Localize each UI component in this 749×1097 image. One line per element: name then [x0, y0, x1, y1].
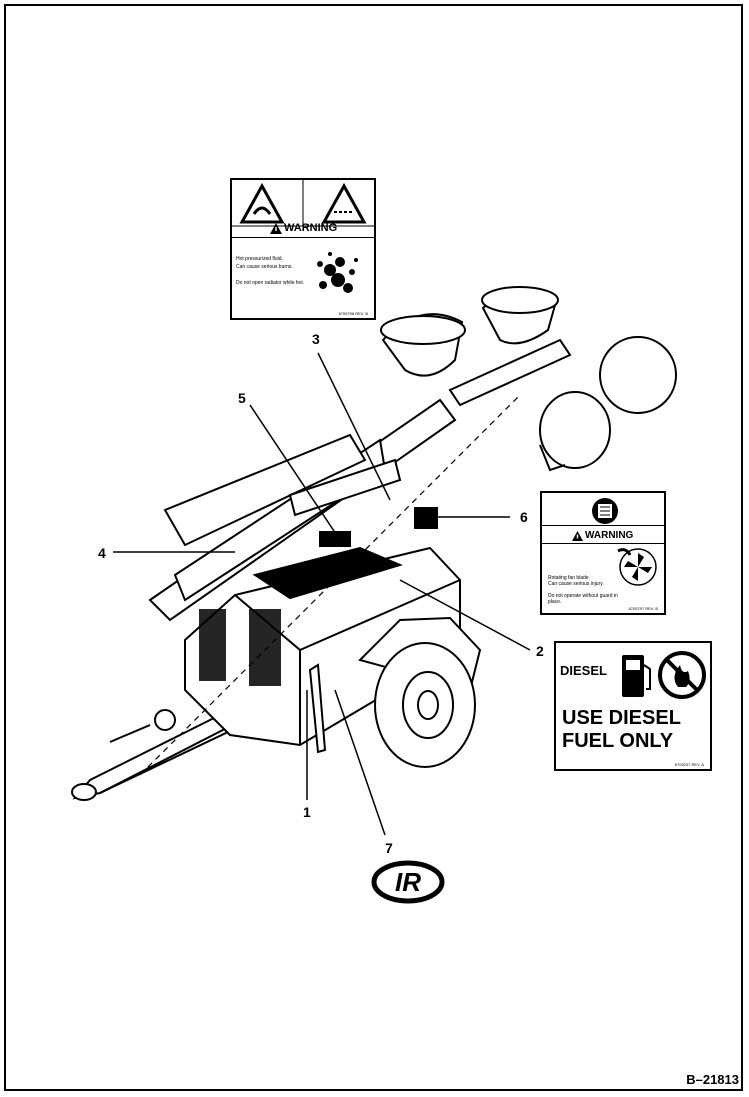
fan-blade-icon: [617, 548, 657, 586]
callout-5: 5: [238, 390, 246, 406]
decal-diesel-fuel: DIESEL USE DIESEL FUEL ONLY 6705237 REV.…: [554, 641, 712, 771]
warning-triangle-icon: [572, 530, 583, 541]
warning-label: WARNING: [585, 530, 634, 541]
decal6-line1: Rotating fan blade.: [548, 575, 590, 581]
diesel-small-label: DIESEL: [560, 663, 607, 678]
decal6-line3: Do not operate without guard in place.: [548, 593, 618, 605]
callout-2: 2: [536, 643, 544, 659]
logo-ellipse: [371, 860, 445, 904]
warning-label: WARNING: [284, 222, 338, 234]
figure-number: B–21813: [686, 1072, 739, 1087]
decal3-part-number: 6705798 REV. B: [338, 311, 368, 316]
callout-6: 6: [520, 509, 528, 525]
guard-icon: [592, 498, 618, 524]
warning-header: WARNING: [270, 222, 337, 234]
decal-radiator-warning: WARNING Hot pressurized fluid. Can cause…: [230, 178, 376, 320]
ir-logo: IR: [371, 860, 445, 904]
callout-3: 3: [312, 331, 320, 347]
decal2-part-number: 6705237 REV. A: [674, 762, 704, 767]
decal-fan-warning: WARNING Rotating fan blade. Can cause se…: [540, 491, 666, 615]
steam-burst-icon: [317, 252, 358, 293]
burn-hazard-icon: [232, 180, 374, 236]
warning-triangle-icon: [270, 222, 282, 234]
no-flame-icon: [658, 651, 706, 699]
callout-4: 4: [98, 545, 106, 561]
use-diesel-text: USE DIESEL FUEL ONLY: [562, 707, 681, 753]
page-frame: [4, 4, 743, 1091]
callout-7: 7: [385, 840, 393, 856]
fuel-pump-icon: [622, 655, 651, 697]
callout-1: 1: [303, 804, 311, 820]
decal3-line1: Hot pressurized fluid.: [236, 256, 283, 262]
decal3-line2: Can cause serious burns.: [236, 264, 293, 270]
decal6-part-number: 6705797 REV. B: [628, 606, 658, 611]
warning-header: WARNING: [572, 530, 633, 541]
use-diesel-line1: USE DIESEL: [562, 707, 681, 729]
use-diesel-line2: FUEL ONLY: [562, 730, 674, 752]
decal6-line2: Can cause serious injury.: [548, 581, 604, 587]
decal3-line3: Do not open radiator while hot.: [236, 280, 305, 286]
logo-text: IR: [395, 867, 421, 897]
